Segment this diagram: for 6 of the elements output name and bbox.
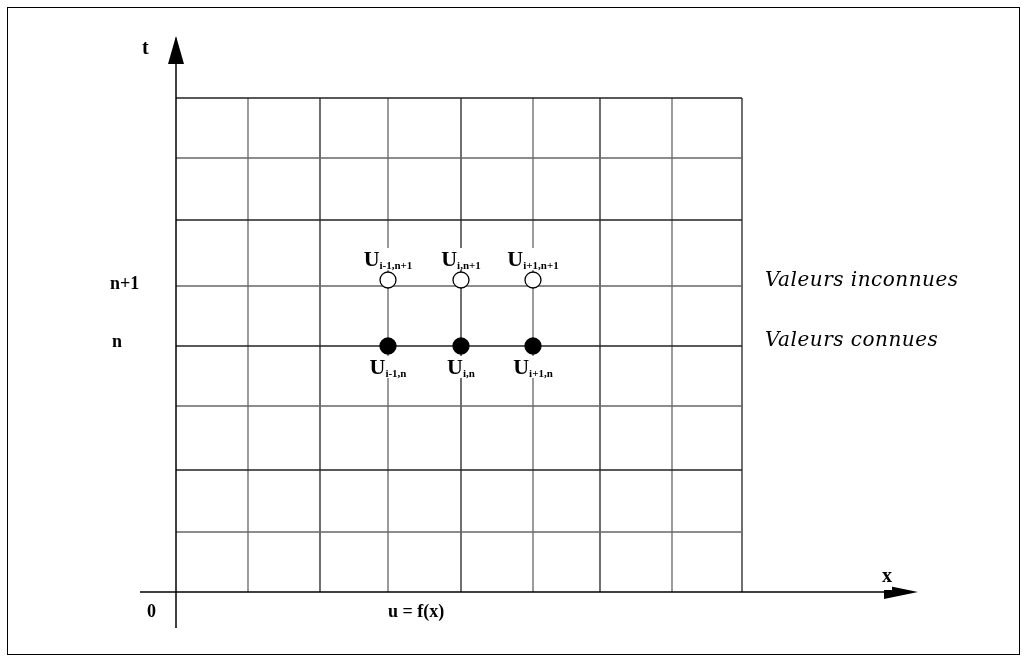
grid-value-label: U$_{i+1,n+1}$ (507, 248, 559, 270)
grid-value-label: U$_{i,n}$ (447, 356, 475, 378)
grid-value-label: U$_{i+1,n}$ (513, 356, 553, 378)
grid-value-label: U$_{i-1,n+1}$ (363, 248, 413, 270)
grid-value-label: U$_{i-1,n}$ (369, 356, 407, 378)
grid-value-label: U$_{i,n+1}$ (441, 248, 481, 270)
